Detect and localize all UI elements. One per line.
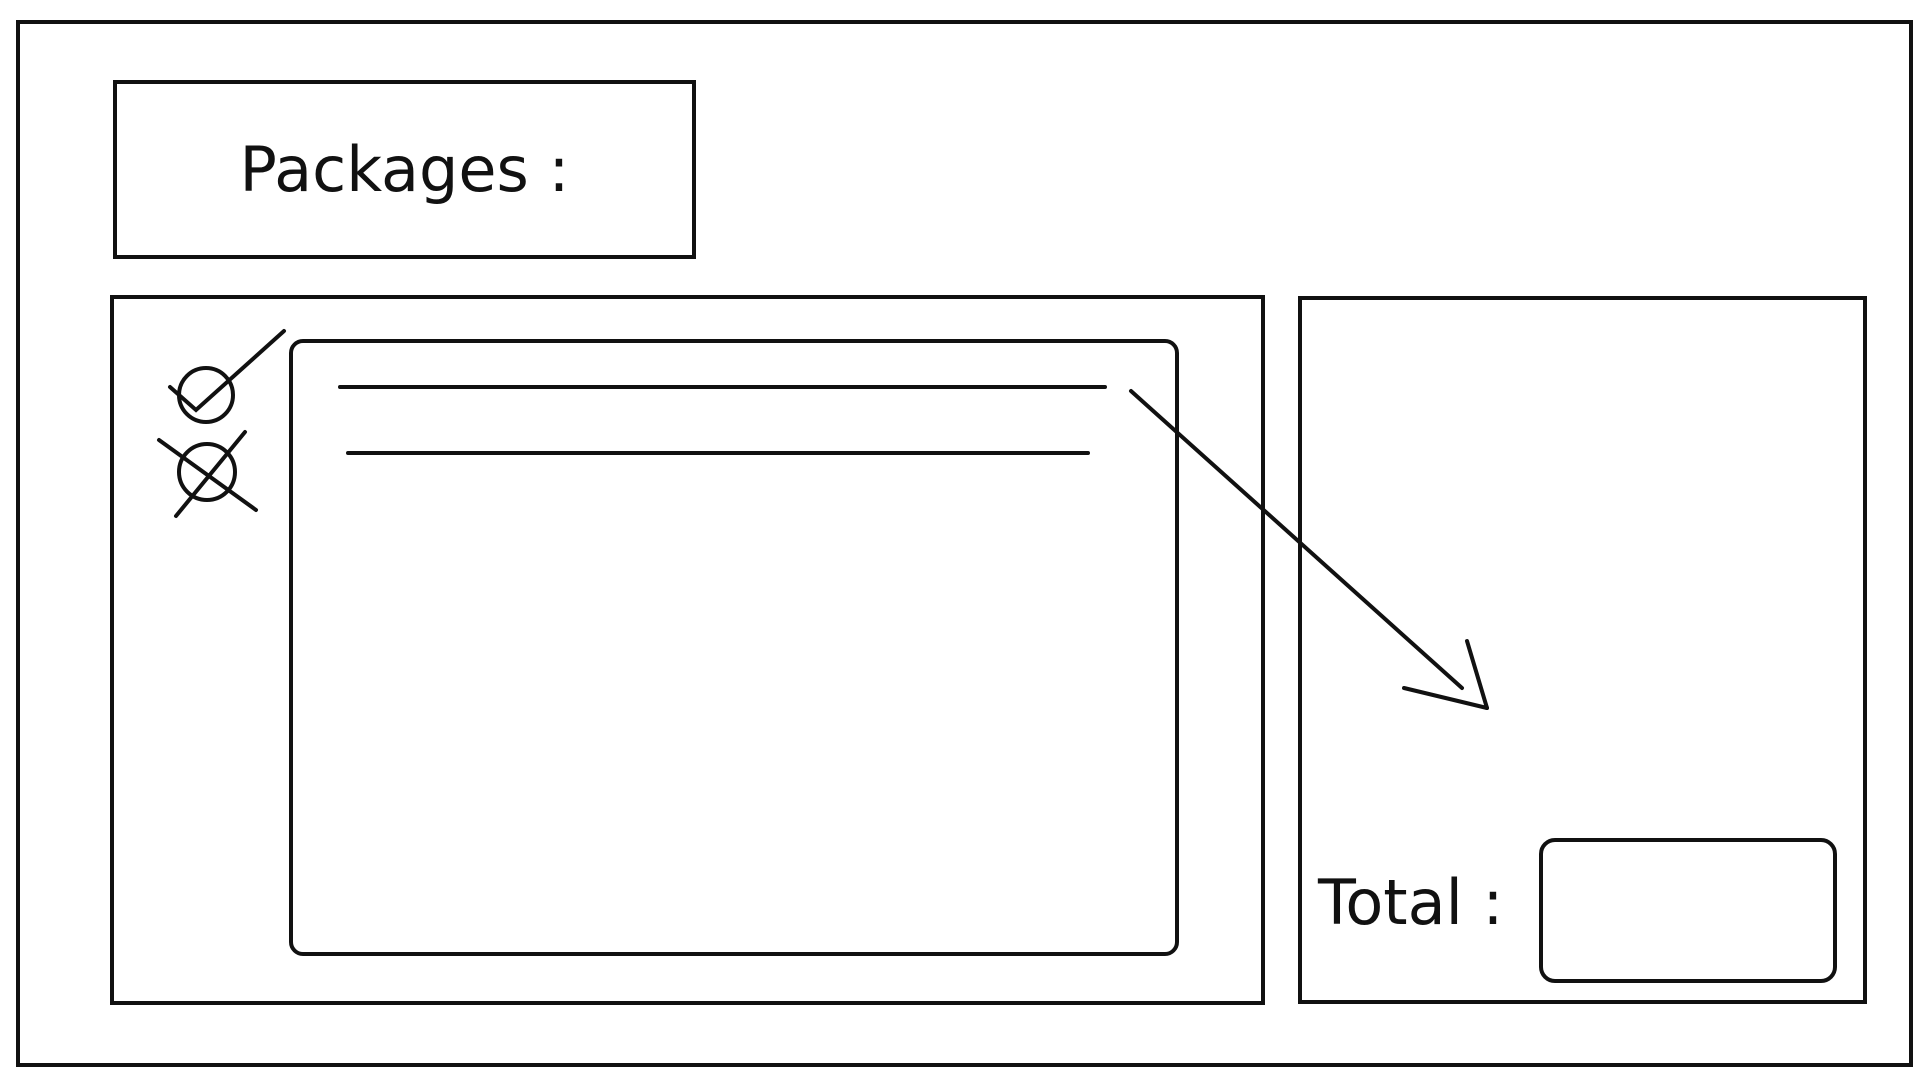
total-value bbox=[1543, 842, 1833, 979]
wireframe-frame bbox=[16, 20, 1913, 1067]
total-value-field[interactable] bbox=[1539, 838, 1837, 983]
package-list[interactable] bbox=[289, 339, 1179, 956]
packages-title: Packages : bbox=[239, 133, 570, 206]
total-label: Total : bbox=[1318, 866, 1504, 939]
packages-header: Packages : bbox=[113, 80, 696, 259]
